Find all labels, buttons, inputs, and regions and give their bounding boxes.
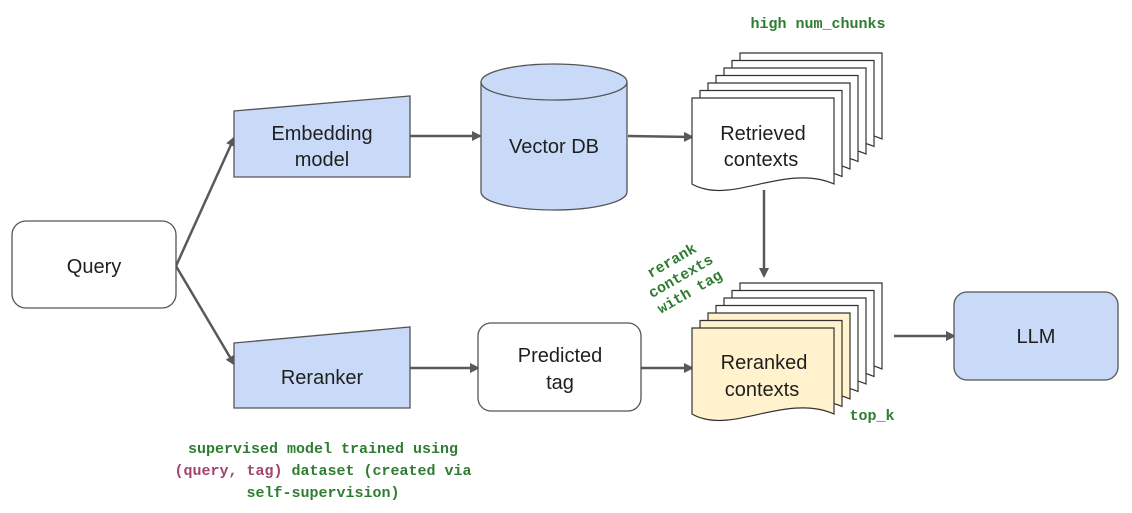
query-tag-dataset-text: (query, tag) <box>174 463 282 480</box>
llm-node: LLM <box>953 291 1119 381</box>
vector-db-label: Vector DB <box>509 136 599 158</box>
predicted-tag-box <box>477 322 642 412</box>
supervised-model-annotation: supervised model trained using (query, t… <box>174 441 471 502</box>
reranked-contexts-node: Reranked contexts <box>691 282 883 422</box>
top-k-annotation: top_k <box>849 408 894 425</box>
vector-db-cylinder <box>480 82 628 211</box>
llm-box <box>953 291 1119 381</box>
reranked-contexts-stack <box>691 282 883 422</box>
reranked-contexts-label-line2: contexts <box>725 379 799 401</box>
arrow-vectordb-to-retrieved <box>627 131 694 142</box>
arrow-query-to-reranker <box>174 265 236 366</box>
embedding-model-shape <box>233 95 411 178</box>
retrieved-contexts-label-line1: Retrieved <box>720 123 806 145</box>
predicted-tag-label-line2: tag <box>546 372 574 394</box>
reranker-node: Reranker <box>233 326 411 409</box>
high-num-chunks-annotation: high num_chunks <box>750 16 885 33</box>
query-label: Query <box>67 256 121 278</box>
query-node: Query <box>11 220 177 309</box>
reranker-label: Reranker <box>281 367 364 389</box>
document-sheet-front <box>691 327 835 422</box>
reranked-contexts-label-line1: Reranked <box>721 352 808 374</box>
retrieved-contexts-stack <box>691 52 883 192</box>
predicted-tag-node: Predicted tag <box>477 322 642 412</box>
connectors <box>174 131 956 373</box>
query-box <box>11 220 177 309</box>
retrieved-contexts-node: Retrieved contexts <box>691 52 883 192</box>
embedding-model-node: Embedding model <box>233 95 411 178</box>
predicted-tag-label-line1: Predicted <box>518 345 603 367</box>
embedding-model-label-line1: Embedding <box>271 123 372 145</box>
vector-db-top <box>480 63 628 101</box>
dataset-created-via-text: dataset (created via <box>283 463 472 480</box>
supervised-annotation-line1: supervised model trained using <box>188 441 458 458</box>
vector-db-node: Vector DB <box>480 63 628 211</box>
supervised-annotation-line2: (query, tag) dataset (created via <box>174 463 471 480</box>
supervised-annotation-line3: self-supervision) <box>246 485 399 502</box>
retrieved-contexts-label-line2: contexts <box>724 149 798 171</box>
reranker-shape <box>233 326 411 409</box>
llm-label: LLM <box>1017 326 1056 348</box>
arrow-query-to-embedding <box>174 136 236 267</box>
embedding-model-label-line2: model <box>295 149 349 171</box>
rerank-with-tag-annotation: rerank contexts with tag <box>645 241 726 318</box>
document-sheet-front <box>691 97 835 192</box>
